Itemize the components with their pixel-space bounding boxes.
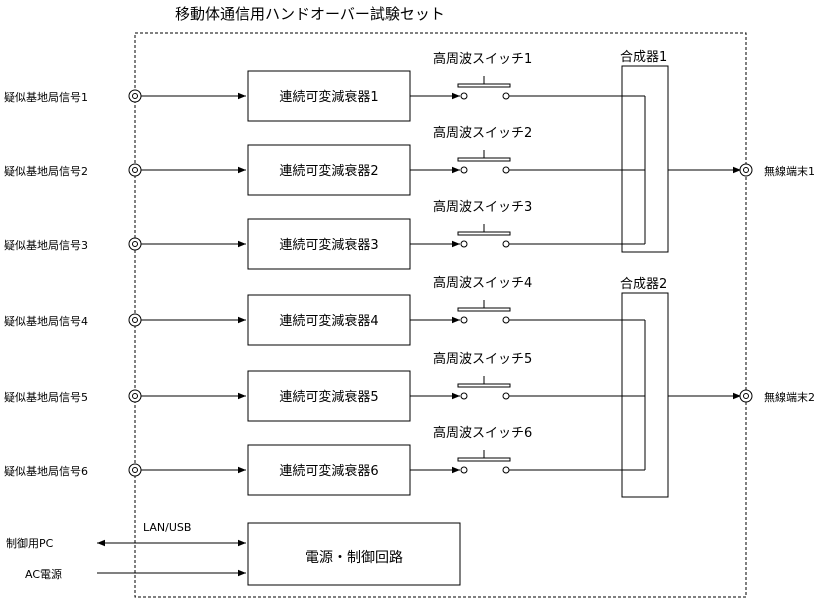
diagram-title: 移動体通信用ハンドオーバー試験セット	[175, 5, 445, 23]
control-pc-label: 制御用PC	[6, 536, 54, 550]
switch-3-bar	[457, 231, 511, 236]
attenuator-3-box	[247, 218, 411, 270]
link-label: LAN/USB	[143, 521, 191, 534]
input-4-connector-inner	[132, 317, 138, 323]
attenuator-6-box	[247, 444, 411, 496]
input-5-connector-inner	[132, 393, 138, 399]
switch-3-label: 高周波スイッチ3	[433, 199, 532, 215]
output-1-connector-inner	[743, 167, 749, 173]
switch-5-label: 高周波スイッチ5	[433, 351, 532, 367]
switch-3-contact-in	[460, 240, 468, 248]
output-1-label: 無線端末1	[764, 164, 815, 178]
output-2-connector-inner	[743, 393, 749, 399]
switch-2-bar	[457, 157, 511, 162]
switch-1-label: 高周波スイッチ1	[433, 51, 532, 67]
attenuator-5-label: 連続可変減衰器5	[279, 389, 378, 405]
switch-2-label: 高周波スイッチ2	[433, 125, 532, 141]
power-control-label: 電源・制御回路	[305, 550, 403, 566]
combiner-2-label: 合成器2	[620, 277, 667, 292]
switch-6-label: 高周波スイッチ6	[433, 425, 532, 441]
attenuator-3-label: 連続可変減衰器3	[279, 237, 378, 253]
input-5-label: 疑似基地局信号5	[4, 391, 88, 404]
switch-1-contact-in	[460, 92, 468, 100]
input-4-label: 疑似基地局信号4	[4, 315, 88, 328]
input-2-connector-inner	[132, 167, 138, 173]
switch-5-bar	[457, 383, 511, 388]
switch-4-contact-out	[502, 316, 510, 324]
attenuator-4-label: 連続可変減衰器4	[279, 313, 378, 329]
attenuator-6-label: 連続可変減衰器6	[279, 463, 378, 479]
input-1-label: 疑似基地局信号1	[4, 91, 88, 104]
power-control-block	[247, 522, 461, 586]
ac-power-label: AC電源	[25, 567, 62, 581]
switch-5-contact-out	[502, 392, 510, 400]
combiner-1-label: 合成器1	[620, 50, 667, 65]
output-2-label: 無線端末2	[764, 390, 815, 404]
switch-6-contact-out	[502, 466, 510, 474]
input-6-connector-inner	[132, 467, 138, 473]
attenuator-1-label: 連続可変減衰器1	[279, 89, 378, 105]
input-1-connector-inner	[132, 93, 138, 99]
switch-2-contact-in	[460, 166, 468, 174]
switch-5-contact-in	[460, 392, 468, 400]
attenuator-2-label: 連続可変減衰器2	[279, 163, 378, 179]
input-3-label: 疑似基地局信号3	[4, 239, 88, 252]
switch-3-contact-out	[502, 240, 510, 248]
switch-4-contact-in	[460, 316, 468, 324]
switch-6-contact-in	[460, 466, 468, 474]
input-3-connector-inner	[132, 241, 138, 247]
attenuator-5-box	[247, 370, 411, 422]
input-6-label: 疑似基地局信号6	[4, 465, 88, 478]
switch-4-label: 高周波スイッチ4	[433, 275, 532, 291]
switch-6-bar	[457, 457, 511, 462]
input-2-label: 疑似基地局信号2	[4, 165, 88, 178]
attenuator-4-box	[247, 294, 411, 346]
switch-2-contact-out	[502, 166, 510, 174]
switch-1-contact-out	[502, 92, 510, 100]
switch-4-bar	[457, 307, 511, 312]
switch-1-bar	[457, 83, 511, 88]
